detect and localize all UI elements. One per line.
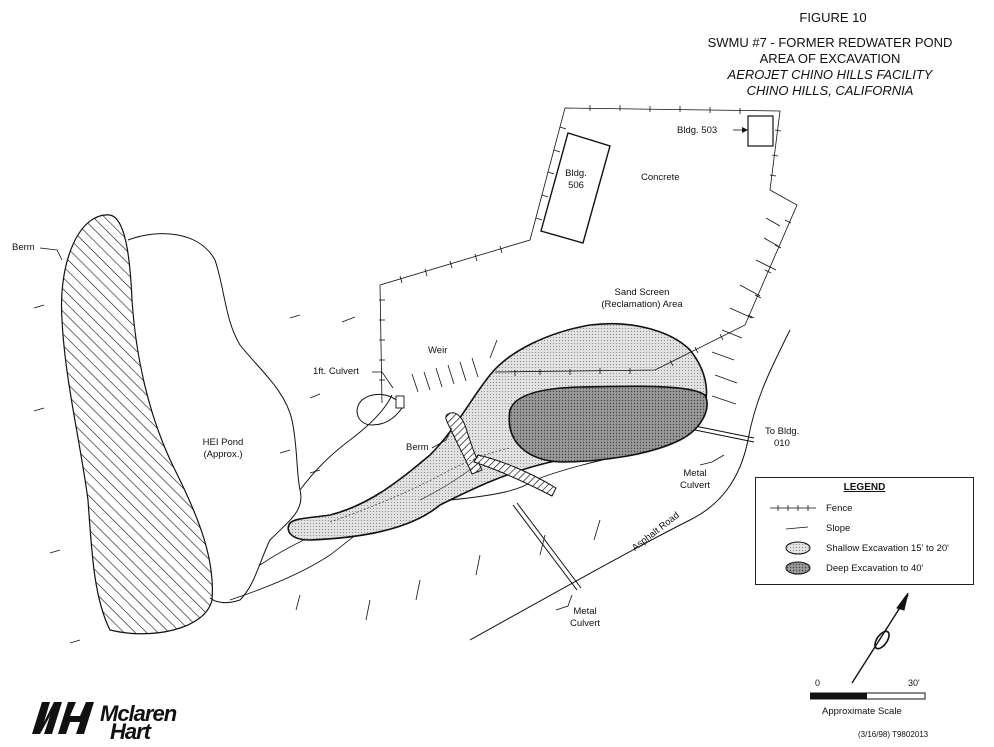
legend-item-slope: Slope [756,520,973,536]
title-line-4: CHINO HILLS, CALIFORNIA [746,83,914,98]
bldg-506 [540,132,611,244]
title-line-3: AEROJET CHINO HILLS FACILITY [727,67,933,82]
deep-excavation-area [508,385,708,463]
culvert-1ft-pipe [356,393,403,426]
title-line-2: AREA OF EXCAVATION [759,51,901,66]
inner-flow-line-1 [329,447,511,523]
label-metal-culvert-bottom-line1: Metal [573,606,597,617]
hei-pond-outline [127,233,302,604]
culvert-1ft-leader [372,371,394,389]
label-sand-screen-line2: (Reclamation) Area [601,299,683,310]
label-berm-left: Berm [12,242,35,253]
berm-left-leader [39,247,63,261]
berm-left-area [60,214,213,635]
legend-label-fence: Fence [826,503,853,514]
north-arrow [851,592,909,684]
fence-line [379,107,798,404]
legend-label-deep: Deep Excavation to 40' [826,563,924,574]
label-metal-culvert-bottom-line2: Culvert [569,618,601,629]
inner-flow-line-2 [419,461,481,501]
legend-label-shallow: Shallow Excavation 15' to 20' [826,543,949,554]
legend-item-fence: Fence [756,500,973,516]
legend-label-slope: Slope [826,523,851,534]
culvert-1ft-box [395,395,405,409]
metal-culvert-bottom-pipe-b [516,502,582,589]
bldg-503 [747,115,774,147]
ridge-line [299,394,393,491]
scale-bar-graphic [810,692,926,700]
scale-zero: 0 [815,678,821,688]
label-weir: Weir [428,345,448,356]
logo-mark-icon [32,702,94,734]
deep-excavation-swatch-icon [785,561,811,575]
label-berm-center: Berm [406,442,429,453]
label-metal-culvert-right-line1: Metal [683,468,707,479]
legend: LEGEND Fence Slope Shallow Excavation 15… [755,477,974,585]
legend-item-deep: Deep Excavation to 40' [756,560,973,576]
label-bldg-503: Bldg. 503 [677,125,718,136]
title-line-1: SWMU #7 - FORMER REDWATER POND [707,35,953,50]
legend-item-shallow: Shallow Excavation 15' to 20' [756,540,973,556]
metal-culvert-right-leader [699,454,725,466]
berm-center-leader [431,427,453,449]
logo-text-line1: Mclaren [100,701,177,726]
label-concrete: Concrete [641,172,680,183]
label-to-bldg-line1: To Bldg. [765,426,800,437]
label-to-bldg-line2: 010 [774,438,790,449]
berm-center-strip-1 [445,412,483,475]
figure-number: FIGURE 10 [799,10,867,25]
berm-center-strip-2 [473,454,557,497]
fence-ticks [379,105,792,381]
mclaren-hart-logo: Mclaren Hart [32,700,202,744]
metal-culvert-right-pipe-b [689,428,755,443]
logo-text-line2: Hart [110,719,151,744]
label-hei-pond-line1: HEI Pond [202,437,244,448]
scale-bar: 0 30' Approximate Scale [810,678,940,723]
label-sand-screen-line1: Sand Screen [614,287,670,298]
scale-caption: Approximate Scale [822,706,902,717]
label-1ft-culvert: 1ft. Culvert [313,366,359,377]
bldg-503-arrowhead [742,127,748,133]
metal-culvert-bottom-pipe-a [512,504,578,591]
shallow-excavation-swatch-icon [785,541,811,555]
label-bldg-506-line1: Bldg. [565,168,587,179]
label-hei-pond-line2: (Approx.) [203,449,243,460]
fence-symbol-icon [770,505,816,511]
label-bldg-506-line2: 506 [568,180,584,191]
metal-culvert-bottom-leader [555,594,573,611]
drawing-code: (3/16/98) T9802013 [858,730,929,739]
label-metal-culvert-right-line2: Culvert [679,480,711,491]
asphalt-road-edge-1 [469,329,791,641]
shallow-excavation-area [287,322,708,541]
slope-symbol-icon [785,526,809,530]
legend-title: LEGEND [843,482,886,493]
scale-thirty: 30' [908,678,920,688]
metal-culvert-right-pipe-a [689,424,755,439]
slope-marks [33,217,781,644]
